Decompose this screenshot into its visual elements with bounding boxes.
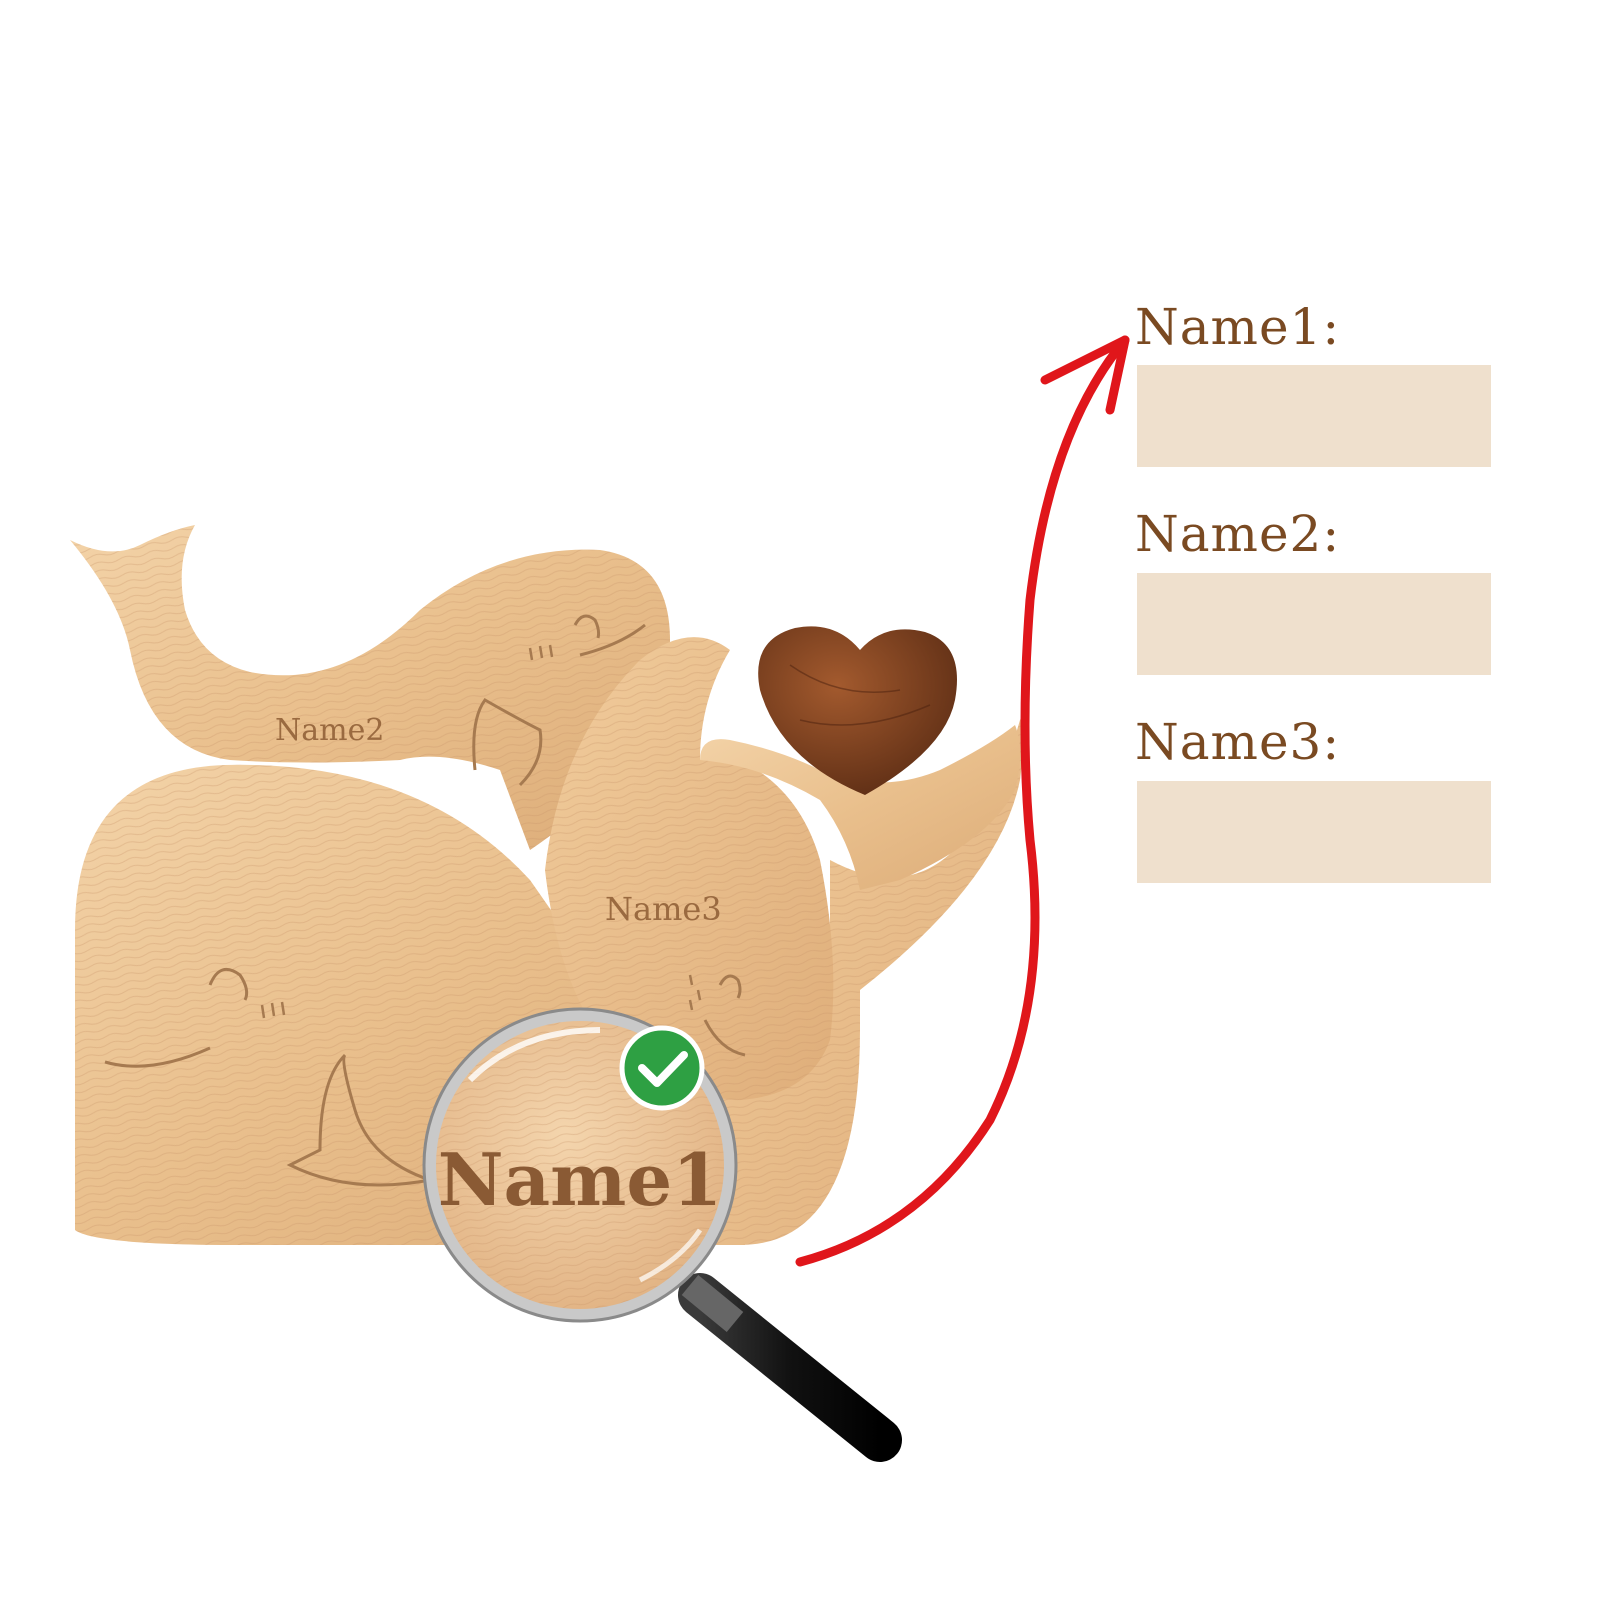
name3-field[interactable] [1137, 781, 1491, 883]
red-arrow [795, 335, 1130, 1267]
name3-label: Name3: [1135, 713, 1341, 771]
engraving-name1-magnified: Name1 [438, 1137, 723, 1222]
name1-field[interactable] [1137, 365, 1491, 467]
name2-field[interactable] [1137, 573, 1491, 675]
engraving-name2: Name2 [275, 713, 384, 748]
engraving-name3: Name3 [605, 890, 722, 928]
top-whale-piece: Name2 [70, 525, 670, 850]
name1-label: Name1: [1135, 298, 1341, 356]
small-whale-piece: Name3 [545, 637, 834, 1100]
tail-piece [700, 725, 1020, 890]
check-icon [619, 1025, 705, 1111]
name2-label: Name2: [1135, 505, 1341, 563]
wooden-heart [758, 626, 957, 795]
